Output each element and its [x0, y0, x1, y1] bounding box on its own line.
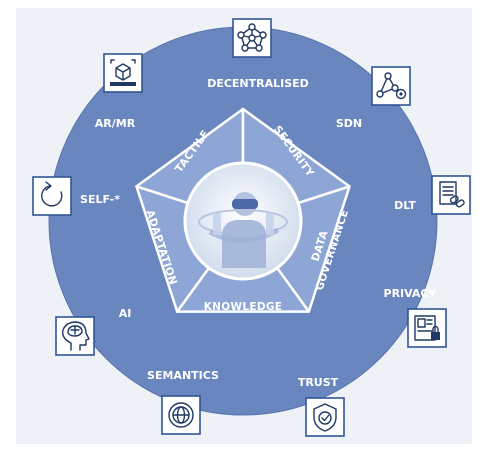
brain-head-icon	[55, 316, 95, 356]
outer-label-self: SELF-*	[80, 193, 120, 206]
graph-gear-icon	[371, 66, 411, 106]
network-nodes-icon	[232, 18, 272, 58]
outer-label-privacy: PRIVACY	[384, 287, 438, 300]
outer-label-trust: TRUST	[298, 376, 339, 389]
outer-label-ai: AI	[119, 307, 132, 320]
segment-label-knowledge: KNOWLEDGE	[204, 301, 283, 313]
outer-label-sdn: SDN	[336, 117, 362, 130]
icon-box	[371, 66, 411, 106]
outer-ring-labels: DECENTRALISED SDN DLT PRIVACY TRUST SEMANTICS…	[80, 77, 437, 389]
outer-ring-icons	[32, 18, 471, 437]
outer-label-decentralised: DECENTRALISED	[207, 77, 309, 90]
segment-label-group-knowledge: KNOWLEDGE	[204, 301, 283, 313]
id-card-lock-icon	[407, 308, 447, 348]
icon-box	[407, 308, 447, 348]
outer-label-semantics: SEMANTICS	[147, 369, 219, 382]
document-chain-icon	[431, 175, 471, 215]
vr-headset-user-icon	[198, 192, 288, 268]
outer-label-dlt: DLT	[394, 199, 416, 212]
center-disc	[183, 161, 303, 281]
globe-network-icon	[161, 395, 201, 435]
ar-cube-icon	[103, 53, 143, 93]
circular-arrow-icon	[32, 176, 72, 216]
shield-check-icon	[305, 397, 345, 437]
icon-box	[32, 176, 72, 216]
outer-label-ar-mr: AR/MR	[95, 117, 136, 130]
